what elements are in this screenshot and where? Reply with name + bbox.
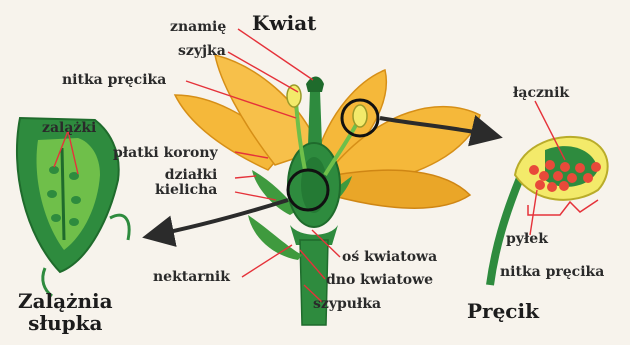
- title-ovary: Zalążnia słupka: [18, 290, 113, 334]
- stem: [300, 240, 328, 325]
- label-connective: łącznik: [513, 86, 569, 101]
- label-petals: płatki korony: [113, 146, 218, 161]
- label-stamen-filament: nitka pręcika: [62, 73, 166, 88]
- petal-front-right: [330, 170, 470, 208]
- label-sepals: działki kielicha: [155, 168, 217, 198]
- label-nectary: nektarnik: [153, 270, 230, 285]
- label-pollen: pyłek: [506, 232, 548, 247]
- label-receptacle: dno kwiatowe: [326, 273, 433, 288]
- label-stamen-filament-2: nitka pręcika: [500, 265, 604, 280]
- title-flower: Kwiat: [252, 12, 316, 34]
- ovule: [51, 214, 61, 222]
- ovule: [49, 166, 59, 174]
- label-flower-axis: oś kwiatowa: [342, 250, 437, 265]
- label-style: szyjka: [178, 44, 226, 59]
- label-stigma: znamię: [170, 20, 226, 35]
- label-stalk: szypułka: [313, 297, 381, 312]
- stamen-anther-left: [287, 85, 301, 107]
- ovule: [47, 190, 57, 198]
- label-ovules: zalążki: [42, 121, 96, 136]
- ovule: [69, 218, 79, 226]
- ovule: [71, 196, 81, 204]
- stamen-anther-right: [353, 105, 367, 127]
- title-stamen: Pręcik: [467, 300, 539, 322]
- pistil-style: [308, 90, 322, 145]
- pistil-stigma: [306, 77, 324, 93]
- stamen-detail: [490, 137, 608, 285]
